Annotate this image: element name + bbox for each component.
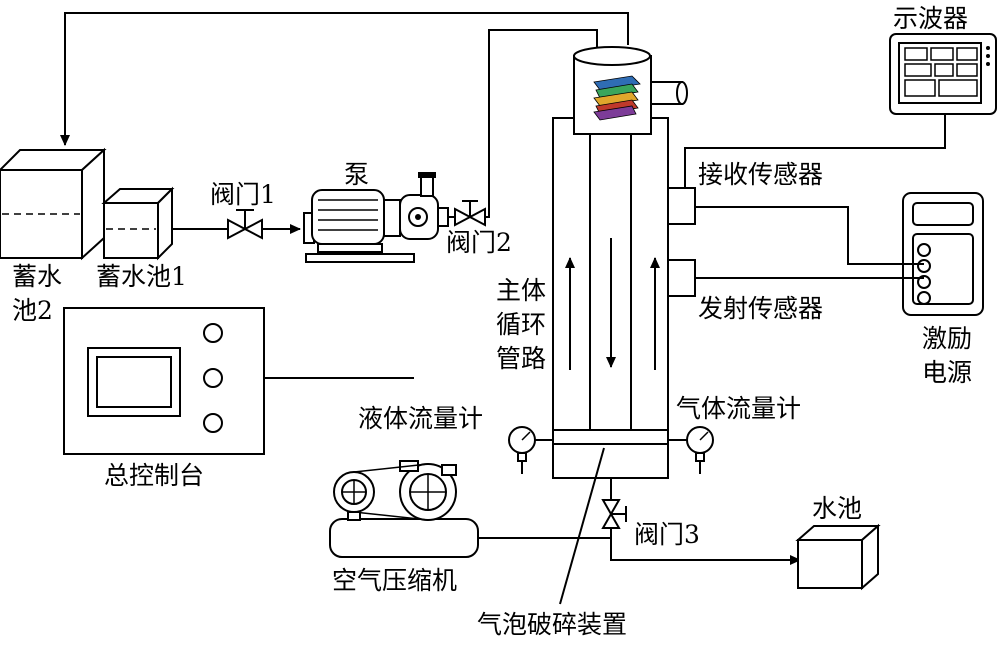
label-water-pool: 水池 xyxy=(812,494,862,523)
label-air-compressor: 空气压缩机 xyxy=(332,566,457,595)
label-valve-2: 阀门2 xyxy=(446,228,512,257)
valve-1 xyxy=(227,209,263,240)
tank-1 xyxy=(101,186,175,261)
label-valve-3: 阀门3 xyxy=(634,520,700,549)
excitation-power xyxy=(902,192,984,316)
label-gas-flowmeter: 气体流量计 xyxy=(676,394,801,423)
label-tank-2-line2: 池2 xyxy=(12,296,53,325)
label-receive-sensor: 接收传感器 xyxy=(698,160,823,189)
air-compressor xyxy=(329,460,479,558)
label-main-pipe-1: 主体 xyxy=(496,276,546,305)
main-column xyxy=(552,46,688,479)
liquid-flowmeter xyxy=(508,426,553,474)
bubble-breaker-leader xyxy=(559,447,605,605)
label-valve-1: 阀门1 xyxy=(210,180,276,209)
label-bubble-breaker: 气泡破碎装置 xyxy=(477,610,627,639)
label-transmit-sensor: 发射传感器 xyxy=(698,294,823,323)
label-tank-1: 蓄水池1 xyxy=(96,262,187,291)
oscilloscope xyxy=(889,33,997,115)
valve-2 xyxy=(454,200,486,227)
label-tank-2-line1: 蓄水 xyxy=(12,262,62,291)
gas-flowmeter xyxy=(668,426,714,474)
return-pipe xyxy=(60,12,629,146)
label-main-pipe-3: 管路 xyxy=(496,344,546,373)
water-pool xyxy=(795,523,881,591)
label-pump: 泵 xyxy=(344,160,369,189)
label-oscilloscope: 示波器 xyxy=(893,4,968,33)
label-main-pipe-2: 循环 xyxy=(496,310,546,339)
pump xyxy=(303,172,449,263)
stack-graphic xyxy=(593,75,641,121)
label-control-console: 总控制台 xyxy=(104,461,204,490)
transmit-sensor xyxy=(667,259,696,297)
receive-sensor xyxy=(667,187,696,225)
control-console xyxy=(63,307,265,455)
label-excitation-2: 电源 xyxy=(922,358,972,387)
valve-3 xyxy=(601,499,627,529)
tank-2 xyxy=(0,147,107,261)
label-excitation-1: 激励 xyxy=(922,324,972,353)
label-liquid-flowmeter: 液体流量计 xyxy=(358,404,483,433)
